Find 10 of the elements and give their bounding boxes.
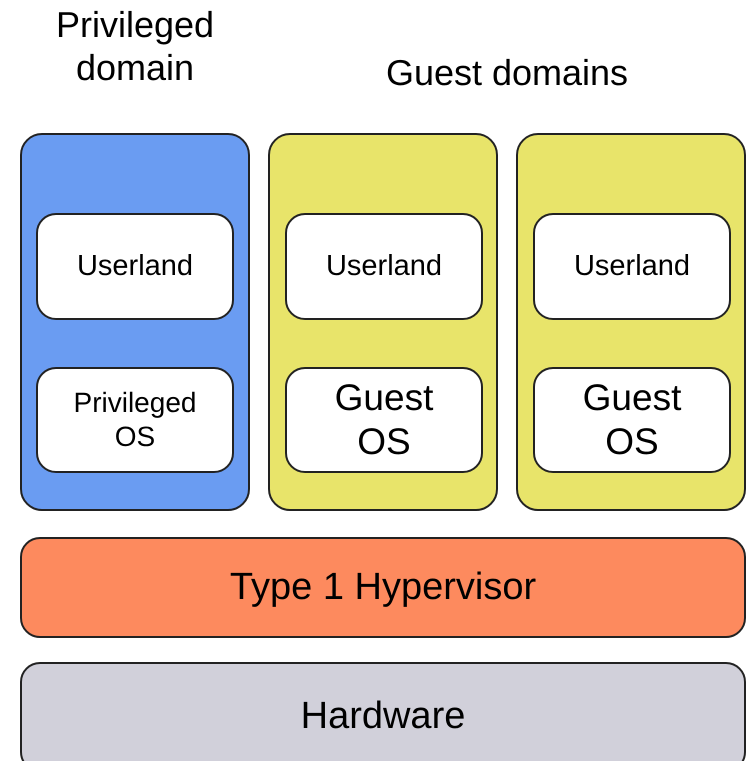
layer-box: Userland: [285, 213, 483, 320]
hypervisor-layer: Type 1 Hypervisor: [20, 537, 746, 638]
layer-box: Userland: [533, 213, 731, 320]
layer-box: Guest OS: [533, 367, 731, 473]
domain-heading: Privileged domain: [54, 3, 216, 90]
layer-box: Userland: [36, 213, 234, 320]
layer-box: Privileged OS: [36, 367, 234, 473]
hardware-layer: Hardware: [20, 662, 746, 761]
layer-box: Guest OS: [285, 367, 483, 473]
group-heading: Guest domains: [384, 52, 630, 94]
